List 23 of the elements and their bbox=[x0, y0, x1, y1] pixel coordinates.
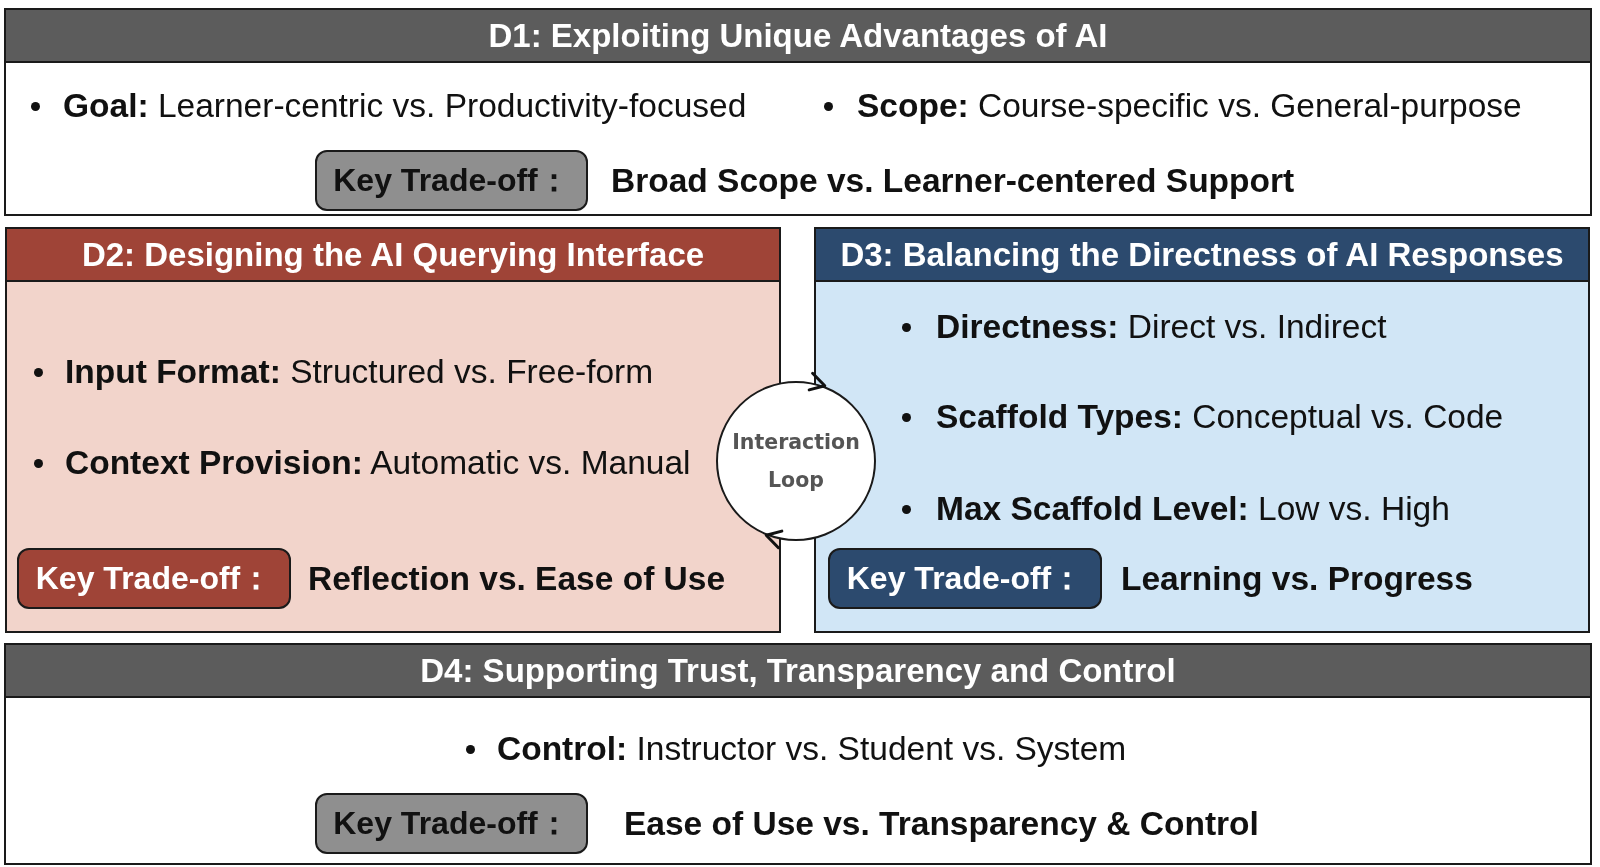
trade-off-badge: Key Trade-off： bbox=[315, 150, 588, 211]
trade-off-badge: Key Trade-off： bbox=[17, 548, 291, 609]
trade-off-text: Broad Scope vs. Learner-centered Support bbox=[611, 160, 1295, 201]
section-panel bbox=[4, 643, 1592, 865]
trade-off-text: Ease of Use vs. Transparency & Control bbox=[624, 803, 1259, 844]
bullet-text: Scaffold Types: Conceptual vs. Code bbox=[936, 397, 1504, 437]
bullet-text: Max Scaffold Level: Low vs. High bbox=[936, 489, 1450, 529]
trade-off-badge: Key Trade-off： bbox=[828, 548, 1102, 609]
trade-off-badge: Key Trade-off： bbox=[315, 793, 588, 854]
panel-header: D3: Balancing the Directness of AI Responses bbox=[816, 229, 1588, 282]
bullet-text: Goal: Learner-centric vs. Productivity-focused bbox=[63, 86, 747, 126]
bullet-text: Directness: Direct vs. Indirect bbox=[936, 307, 1387, 347]
panel-header: D4: Supporting Trust, Transparency and Control bbox=[6, 645, 1590, 698]
panel-header: D1: Exploiting Unique Advantages of AI bbox=[6, 10, 1590, 63]
bullet-text: Scope: Course-specific vs. General-purpose bbox=[857, 86, 1522, 126]
trade-off-text: Reflection vs. Ease of Use bbox=[308, 558, 726, 599]
bullet-text: Context Provision: Automatic vs. Manual bbox=[65, 443, 691, 483]
bullet-text: Input Format: Structured vs. Free-form bbox=[65, 352, 654, 392]
trade-off-text: Learning vs. Progress bbox=[1121, 558, 1473, 599]
bullet-text: Control: Instructor vs. Student vs. System bbox=[497, 729, 1127, 769]
panel-header: D2: Designing the AI Querying Interface bbox=[7, 229, 779, 282]
loop-label: Interaction Loop bbox=[731, 429, 861, 494]
section-panel bbox=[4, 8, 1592, 216]
